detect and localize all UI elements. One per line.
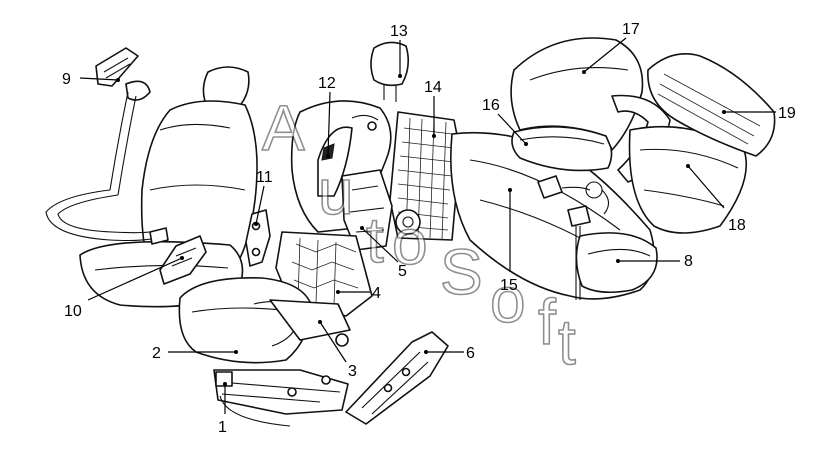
rear-seat-back xyxy=(510,37,671,183)
headrest xyxy=(370,41,410,102)
watermark-letter: t xyxy=(558,306,576,378)
callout-17: 17 xyxy=(622,21,640,38)
seat-belt-assembly xyxy=(45,47,169,245)
callout-19: 19 xyxy=(778,105,796,122)
seat-rail-assembly xyxy=(213,369,349,427)
watermark-letter: f xyxy=(538,286,556,358)
callout-3: 3 xyxy=(348,363,357,380)
callout-9: 9 xyxy=(62,71,71,88)
rear-seat-cushion xyxy=(575,232,658,294)
rear-parcel-panel xyxy=(647,53,776,157)
callout-14: 14 xyxy=(424,79,442,96)
lumbar-pad xyxy=(341,169,393,251)
callout-8: 8 xyxy=(684,253,693,270)
callout-2: 2 xyxy=(152,345,161,362)
callout-12: 12 xyxy=(318,75,336,92)
callout-16: 16 xyxy=(482,97,500,114)
callout-4: 4 xyxy=(372,285,381,302)
callout-18: 18 xyxy=(728,217,746,234)
watermark-letter: A xyxy=(262,92,305,164)
watermark-letter: o xyxy=(392,206,428,278)
callout-1: 1 xyxy=(218,419,227,436)
front-seat-cushion xyxy=(178,277,351,364)
callout-11: 11 xyxy=(256,169,273,186)
side-trim-panel xyxy=(345,331,449,425)
watermark-letter: o xyxy=(490,264,526,336)
callout-labels: 1 2 3 4 5 6 8 9 10 11 12 13 14 15 16 17 … xyxy=(62,21,796,436)
callout-leaders xyxy=(79,37,776,414)
watermark-letter: u xyxy=(318,156,354,228)
callout-5: 5 xyxy=(398,263,407,280)
callout-13: 13 xyxy=(390,23,408,40)
seat-back-frame xyxy=(389,111,461,241)
watermark-letter: S xyxy=(440,236,483,308)
recliner-handle xyxy=(159,235,207,285)
callout-15: 15 xyxy=(500,277,518,294)
callout-6: 6 xyxy=(466,345,475,362)
callout-10: 10 xyxy=(64,303,82,320)
